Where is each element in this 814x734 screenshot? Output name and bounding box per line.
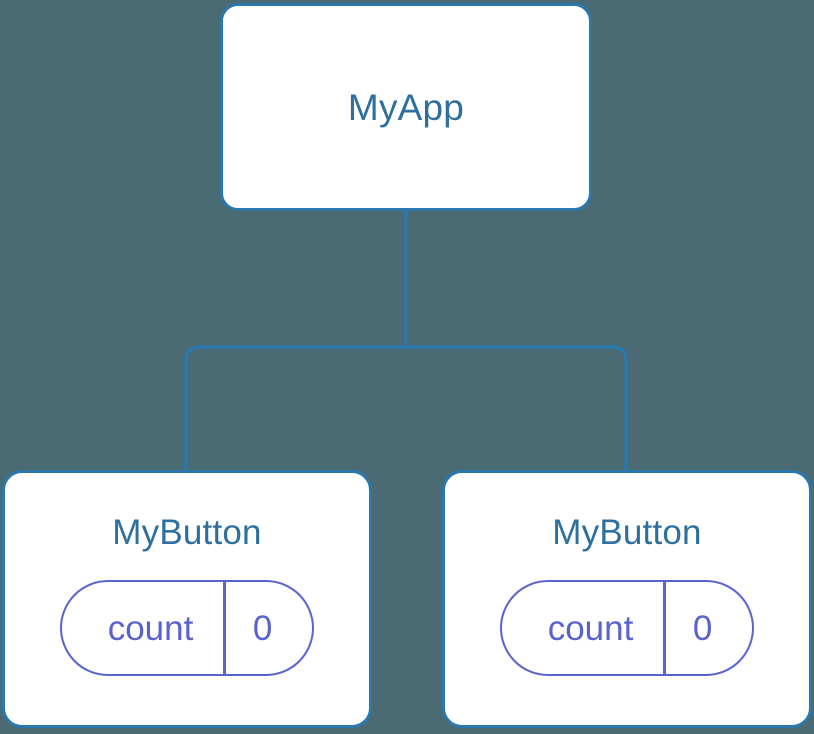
tree-node-child-1[interactable]: MyButton count 0 xyxy=(2,470,372,728)
node-title-myapp: MyApp xyxy=(347,86,465,128)
state-key-1: count xyxy=(107,608,194,648)
node-title-mybutton-2: MyButton xyxy=(552,513,702,552)
connector-branch-right xyxy=(406,345,628,472)
state-value-1: 0 xyxy=(252,608,273,648)
state-pill-divider-1 xyxy=(223,582,226,674)
state-pill-2[interactable]: count 0 xyxy=(499,580,755,676)
tree-node-child-2[interactable]: MyButton count 0 xyxy=(442,470,812,728)
node-title-mybutton-1: MyButton xyxy=(112,513,262,552)
state-value-2: 0 xyxy=(692,608,713,648)
tree-node-root[interactable]: MyApp xyxy=(220,3,592,211)
state-key-2: count xyxy=(547,608,634,648)
state-pill-1[interactable]: count 0 xyxy=(59,580,315,676)
state-pill-divider-2 xyxy=(663,582,666,674)
connector-branch-left xyxy=(184,345,406,472)
